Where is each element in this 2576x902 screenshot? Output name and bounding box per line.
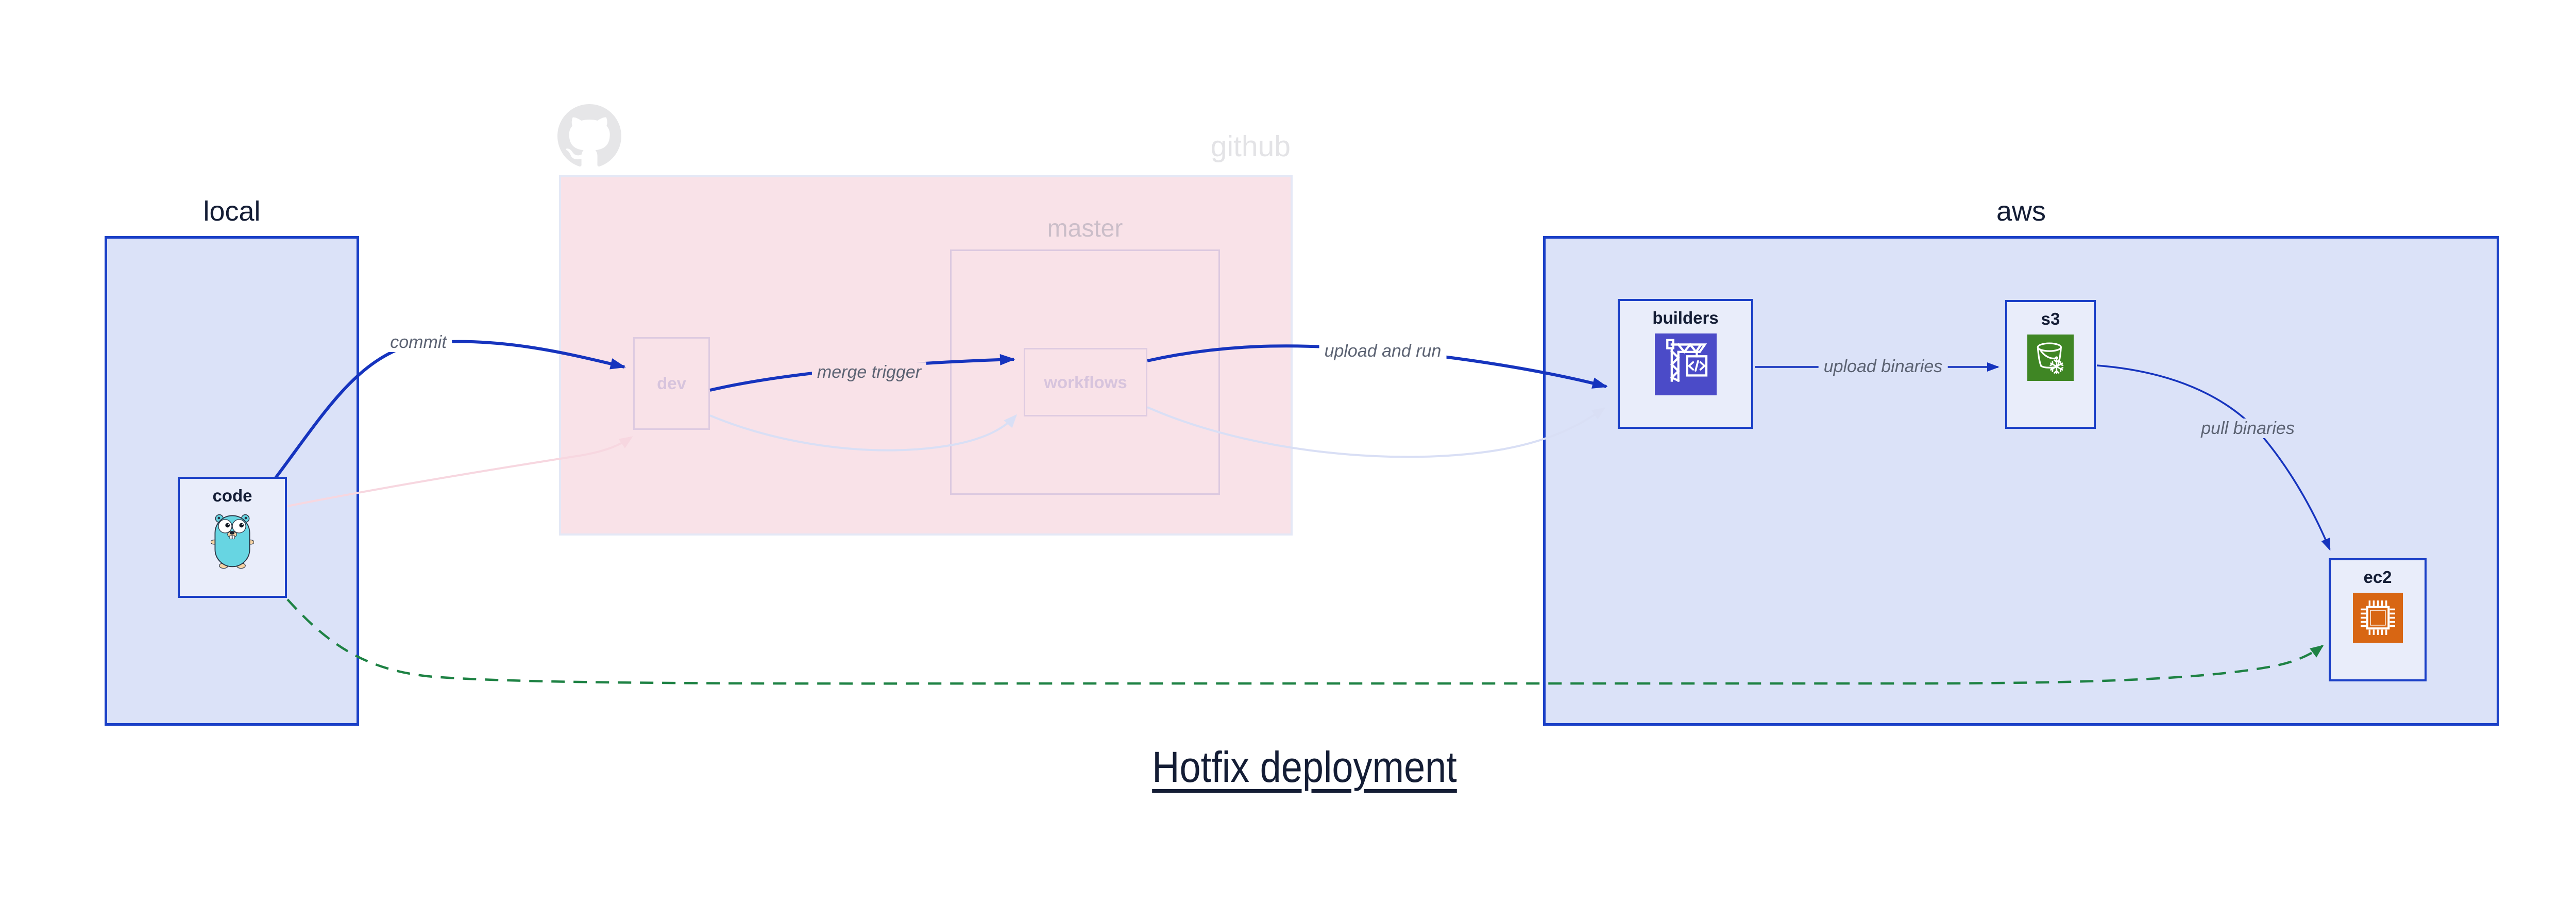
node-dev: dev (633, 337, 710, 430)
diagram-title: Hotfix deployment (1152, 743, 1457, 791)
node-code: code (178, 477, 287, 598)
github-group-label: github (1210, 130, 1291, 163)
edge-hotfix-direct (286, 598, 2324, 685)
node-dev-label: dev (657, 374, 686, 393)
local-group-label: local (203, 196, 261, 227)
edge-pull-binaries (2096, 364, 2331, 551)
node-s3-label: s3 (2041, 309, 2060, 328)
master-branch-label: master (1047, 215, 1123, 242)
aws-group-label: aws (1996, 196, 2046, 227)
edge-label-upload-and-run: upload and run (1319, 341, 1447, 361)
node-ec2-label: ec2 (2363, 567, 2392, 587)
go-gopher-icon (211, 514, 254, 569)
node-builders-label: builders (1652, 308, 1719, 327)
node-ec2: ec2 (2329, 558, 2427, 681)
node-workflows: workflows (1024, 348, 1147, 416)
edge-faded-merge (709, 414, 1018, 452)
node-builders: builders (1618, 299, 1753, 429)
github-octocat-icon (557, 104, 621, 166)
node-workflows-label: workflows (1044, 372, 1127, 392)
codebuild-crane-icon (1654, 333, 1717, 395)
node-code-label: code (212, 486, 252, 505)
edge-faded-commit (287, 436, 633, 507)
s3-bucket-icon (2027, 335, 2074, 381)
edge-label-pull-binaries: pull binaries (2196, 419, 2300, 438)
master-branch-box (950, 249, 1220, 495)
edge-label-commit: commit (385, 332, 452, 352)
ec2-chip-icon (2352, 593, 2403, 643)
edge-faded-upload (1147, 406, 1606, 458)
edge-label-merge-trigger: merge trigger (811, 362, 927, 382)
node-s3: s3 (2005, 300, 2096, 429)
edge-label-upload-binaries: upload binaries (1818, 357, 1948, 376)
